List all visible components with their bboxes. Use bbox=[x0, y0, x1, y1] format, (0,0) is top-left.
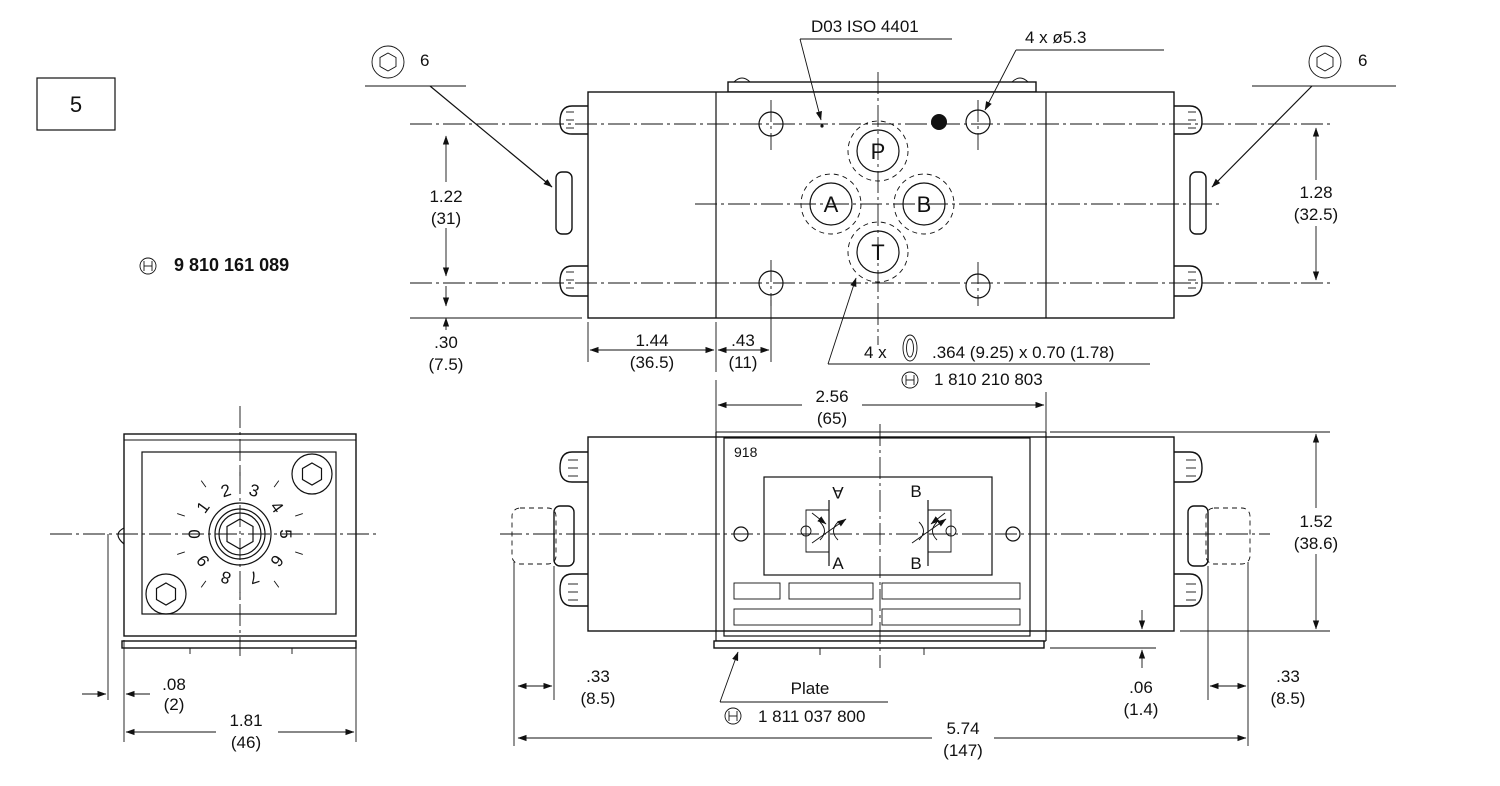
svg-text:.06: .06 bbox=[1129, 678, 1153, 697]
interface-label: D03 ISO 4401 bbox=[811, 17, 919, 36]
svg-text:1.28: 1.28 bbox=[1299, 183, 1332, 202]
svg-text:6: 6 bbox=[1358, 51, 1367, 70]
screw-key-left: 6 bbox=[365, 45, 553, 188]
svg-text:.08: .08 bbox=[162, 675, 186, 694]
oring-spec: .364 (9.25) x 0.70 (1.78) bbox=[932, 343, 1114, 362]
main-part-number: 9 810 161 089 bbox=[174, 255, 289, 275]
locating-pin-dot bbox=[931, 114, 947, 130]
svg-text:P: P bbox=[871, 139, 886, 164]
model-code: 918 bbox=[734, 444, 758, 460]
svg-text:A: A bbox=[832, 483, 844, 502]
svg-text:(1.4): (1.4) bbox=[1124, 700, 1159, 719]
port-p: P bbox=[847, 120, 909, 182]
port-t: T bbox=[847, 221, 909, 283]
oring-icon bbox=[902, 334, 918, 362]
svg-text:(31): (31) bbox=[431, 209, 461, 228]
svg-text:(38.6): (38.6) bbox=[1294, 534, 1338, 553]
svg-text:(147): (147) bbox=[943, 741, 983, 760]
holes-label: 4 x ø5.3 bbox=[1025, 28, 1086, 47]
figure-number-box: 5 bbox=[36, 77, 116, 131]
oring-part-number: 1 810 210 803 bbox=[934, 370, 1043, 389]
port-a: A bbox=[800, 173, 862, 235]
svg-text:.43: .43 bbox=[731, 331, 755, 350]
dial-tick bbox=[295, 551, 303, 555]
dial-number: 0 bbox=[185, 529, 204, 538]
svg-text:(8.5): (8.5) bbox=[1271, 689, 1306, 708]
svg-text:(8.5): (8.5) bbox=[581, 689, 616, 708]
dial-tick bbox=[295, 513, 303, 517]
svg-text:6: 6 bbox=[420, 51, 429, 70]
svg-text:1.81: 1.81 bbox=[229, 711, 262, 730]
dial-tick bbox=[200, 480, 207, 488]
plate-label: Plate bbox=[791, 679, 830, 698]
svg-text:.30: .30 bbox=[434, 333, 458, 352]
plate-part-number: 1 811 037 800 bbox=[758, 707, 865, 726]
port-b: B bbox=[893, 173, 955, 235]
svg-text:(11): (11) bbox=[729, 353, 758, 372]
svg-text:.33: .33 bbox=[1276, 667, 1300, 686]
svg-text:(65): (65) bbox=[817, 409, 847, 428]
svg-text:1.22: 1.22 bbox=[429, 187, 462, 206]
dial-tick bbox=[273, 480, 280, 488]
front-view: 918 A A B B bbox=[500, 424, 1346, 762]
hex-key-icon bbox=[724, 707, 742, 725]
top-view: P A B T D03 ISO 4401 4 x ø5.3 6 bbox=[365, 17, 1396, 389]
svg-text:(2): (2) bbox=[164, 695, 185, 714]
hydraulic-symbol bbox=[763, 476, 993, 576]
svg-text:(36.5): (36.5) bbox=[630, 353, 674, 372]
hex-screw-icon bbox=[291, 453, 333, 495]
svg-text:1.52: 1.52 bbox=[1299, 512, 1332, 531]
main-part-number-label: 9 810 161 089 bbox=[139, 255, 289, 275]
hex-key-icon bbox=[139, 257, 157, 275]
dial-tick bbox=[177, 513, 185, 517]
svg-text:A: A bbox=[832, 554, 844, 573]
svg-text:B: B bbox=[910, 482, 921, 501]
hex-screw-icon bbox=[145, 573, 187, 615]
svg-text:(46): (46) bbox=[231, 733, 261, 752]
svg-text:(32.5): (32.5) bbox=[1294, 205, 1338, 224]
svg-text:T: T bbox=[871, 240, 884, 265]
dial-number: 5 bbox=[276, 529, 295, 538]
svg-text:B: B bbox=[917, 192, 932, 217]
svg-text:(7.5): (7.5) bbox=[429, 355, 464, 374]
dial-tick bbox=[273, 580, 280, 588]
svg-text:2.56: 2.56 bbox=[815, 387, 848, 406]
svg-text:5.74: 5.74 bbox=[946, 719, 979, 738]
oring-prefix: 4 x bbox=[864, 343, 887, 362]
dial-tick bbox=[200, 580, 207, 588]
svg-text:A: A bbox=[824, 192, 839, 217]
dimension-2-56: 2.56 (65) bbox=[715, 380, 1047, 440]
screw-key-right: 6 bbox=[1211, 45, 1396, 188]
figure-number: 5 bbox=[70, 92, 82, 117]
svg-text:1.44: 1.44 bbox=[635, 331, 668, 350]
dial-tick bbox=[177, 551, 185, 555]
hex-key-icon bbox=[901, 371, 919, 389]
svg-text:.33: .33 bbox=[586, 667, 610, 686]
svg-text:B: B bbox=[910, 554, 921, 573]
